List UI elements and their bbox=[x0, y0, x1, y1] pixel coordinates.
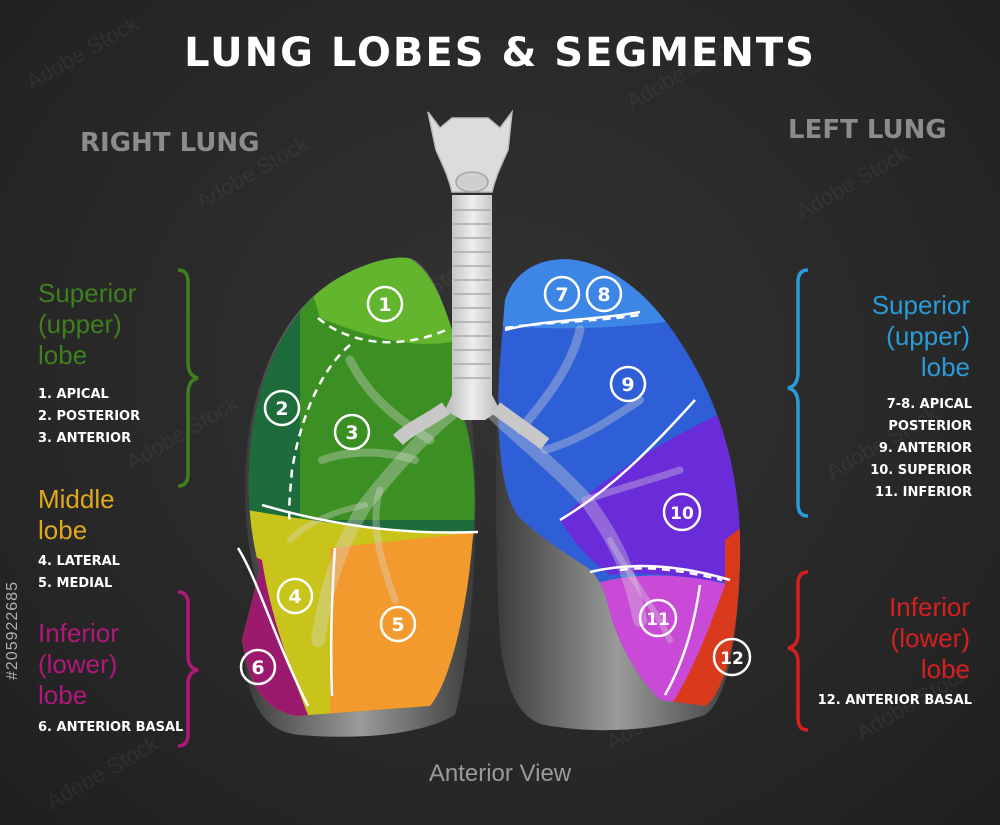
segment-badge-11: 11 bbox=[638, 598, 678, 638]
segment-badge-number: 9 bbox=[621, 374, 634, 396]
segment-item: 11. INFERIOR bbox=[875, 485, 972, 500]
segment-item: 12. ANTERIOR BASAL bbox=[817, 693, 972, 708]
lobe-name-line: Superior bbox=[871, 290, 970, 320]
segment-badge-number: 4 bbox=[288, 586, 301, 608]
segment-badge-number: 7 bbox=[555, 284, 568, 306]
segment-badge-7: 7 bbox=[543, 275, 581, 313]
segment-badge-3: 3 bbox=[333, 413, 371, 451]
lobe-name-line: lobe bbox=[920, 352, 970, 382]
segment-badge-number: 8 bbox=[597, 284, 610, 306]
segment-badge-2: 2 bbox=[263, 389, 301, 427]
lobe-boundaries bbox=[236, 310, 731, 707]
right-middle-lobe-label: Middle lobe bbox=[38, 484, 115, 546]
lobe-name-line: Inferior bbox=[38, 618, 119, 648]
segment-badge-12: 12 bbox=[712, 637, 752, 677]
stock-id: #205922685 bbox=[4, 581, 21, 680]
right-superior-lobe-label: Superior (upper) lobe bbox=[38, 278, 136, 371]
segment-boundaries-dashed bbox=[287, 313, 723, 582]
segment-10-superior bbox=[560, 400, 741, 585]
segment-badge-8: 8 bbox=[585, 275, 623, 313]
trachea bbox=[393, 195, 550, 450]
left-superior-lobe-label: Superior (upper) lobe bbox=[872, 290, 970, 383]
segment-badge-number: 1 bbox=[378, 294, 391, 316]
segment-item: 3. ANTERIOR bbox=[38, 431, 132, 446]
right-inferior-bracket bbox=[177, 590, 199, 748]
left-inferior-segment-list: 12. ANTERIOR BASAL bbox=[818, 690, 972, 712]
segment-badge-number: 11 bbox=[646, 610, 670, 630]
segment-badge-number: 12 bbox=[720, 649, 744, 669]
left-superior-bracket bbox=[787, 268, 809, 518]
segment-item: POSTERIOR bbox=[888, 419, 972, 434]
lobe-name-line: Superior bbox=[38, 278, 137, 308]
segment-badge-number: 10 bbox=[670, 504, 694, 524]
lobe-name-line: (lower) bbox=[38, 649, 118, 679]
segment-item: 10. SUPERIOR bbox=[870, 463, 972, 478]
left-inferior-lobe-label: Inferior (lower) lobe bbox=[889, 592, 970, 685]
segment-badge-number: 6 bbox=[251, 657, 264, 679]
lobe-name-line: lobe bbox=[38, 340, 88, 370]
lobe-name-line: (upper) bbox=[38, 309, 122, 339]
segment-badge-number: 3 bbox=[345, 422, 358, 444]
segment-5-medial bbox=[330, 532, 475, 716]
view-caption: Anterior View bbox=[428, 760, 572, 787]
segment-badges: 1 2 3 4 5 6 7 bbox=[239, 275, 752, 686]
segment-item: 2. POSTERIOR bbox=[38, 409, 141, 424]
segment-3-anterior bbox=[300, 297, 475, 520]
lobe-name-line: (lower) bbox=[890, 623, 970, 653]
left-superior-segment-list: 7-8. APICAL POSTERIOR 9. ANTERIOR 10. SU… bbox=[870, 394, 972, 504]
page-title: LUNG LOBES & SEGMENTS bbox=[184, 30, 816, 76]
segment-badge-number: 5 bbox=[391, 614, 404, 636]
right-superior-bracket bbox=[177, 268, 199, 488]
lobe-name-line: Middle bbox=[38, 484, 115, 514]
lobe-name-line: lobe bbox=[920, 654, 970, 684]
right-inferior-lobe-label: Inferior (lower) lobe bbox=[38, 618, 119, 711]
segment-item: 4. LATERAL bbox=[38, 554, 120, 569]
segment-item: 1. APICAL bbox=[38, 387, 109, 402]
segment-badge-5: 5 bbox=[379, 605, 417, 643]
lobe-name-line: lobe bbox=[38, 680, 88, 710]
right-inferior-segment-list: 6. ANTERIOR BASAL bbox=[38, 717, 183, 739]
lobe-name-line: (upper) bbox=[886, 321, 970, 351]
left-lung-heading: LEFT LUNG bbox=[788, 115, 947, 145]
segment-badge-1: 1 bbox=[366, 285, 404, 323]
larynx-ring bbox=[455, 171, 489, 193]
bronchial-tree bbox=[287, 325, 684, 647]
segment-item: 5. MEDIAL bbox=[38, 576, 113, 591]
left-inferior-bracket bbox=[787, 570, 809, 732]
segment-badge-10: 10 bbox=[662, 492, 702, 532]
segment-item: 7-8. APICAL bbox=[886, 397, 972, 412]
larynx bbox=[427, 109, 514, 193]
segment-item: 9. ANTERIOR bbox=[878, 441, 972, 456]
right-superior-segment-list: 1. APICAL 2. POSTERIOR 3. ANTERIOR bbox=[38, 384, 140, 450]
segment-badge-number: 2 bbox=[275, 398, 288, 420]
right-middle-segment-list: 4. LATERAL 5. MEDIAL bbox=[38, 551, 120, 595]
right-lung-heading: RIGHT LUNG bbox=[80, 128, 260, 158]
segment-badge-4: 4 bbox=[276, 577, 314, 615]
lobe-name-line: lobe bbox=[38, 515, 88, 545]
segment-item: 6. ANTERIOR BASAL bbox=[38, 720, 184, 735]
segment-badge-9: 9 bbox=[609, 365, 647, 403]
segment-badge-6: 6 bbox=[239, 648, 277, 686]
lobe-name-line: Inferior bbox=[889, 592, 970, 622]
